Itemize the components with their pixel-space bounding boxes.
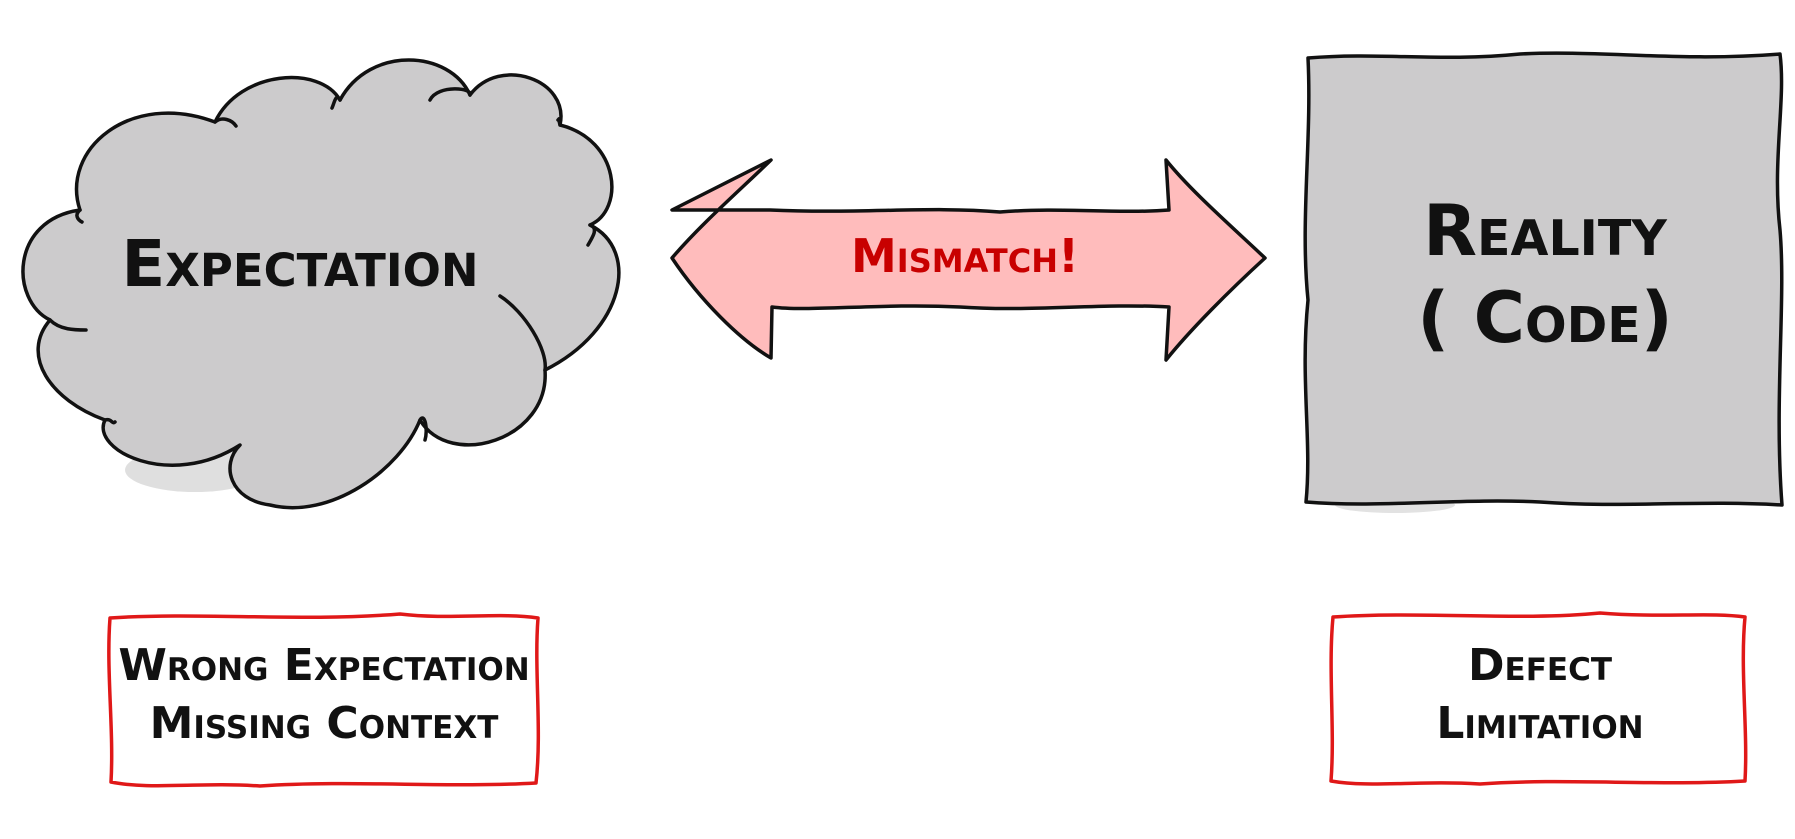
reality-box: Reality ( Code) [1303,51,1784,513]
reality-label-line2: ( Code) [1417,277,1673,359]
expectation-causes-box: Wrong Expectation Missing Context [107,612,541,788]
expectation-label: Expectation [121,228,478,302]
expectation-causes-line2: Missing Context [150,698,499,749]
mismatch-label: Mismatch! [851,229,1079,283]
reality-causes-line2: Limitation [1436,698,1643,749]
expectation-cloud: Expectation [21,58,621,510]
reality-square-shape [1303,51,1784,507]
double-arrow-shape [670,158,1267,362]
expectation-causes-border [107,612,541,788]
mismatch-arrow: Mismatch! [670,158,1267,362]
reality-label-line1: Reality [1423,190,1667,272]
expectation-causes-line1: Wrong Expectation [118,640,529,691]
reality-causes-box: Defect Limitation [1329,611,1748,786]
reality-causes-border [1329,611,1748,786]
reality-causes-line1: Defect [1468,640,1612,691]
